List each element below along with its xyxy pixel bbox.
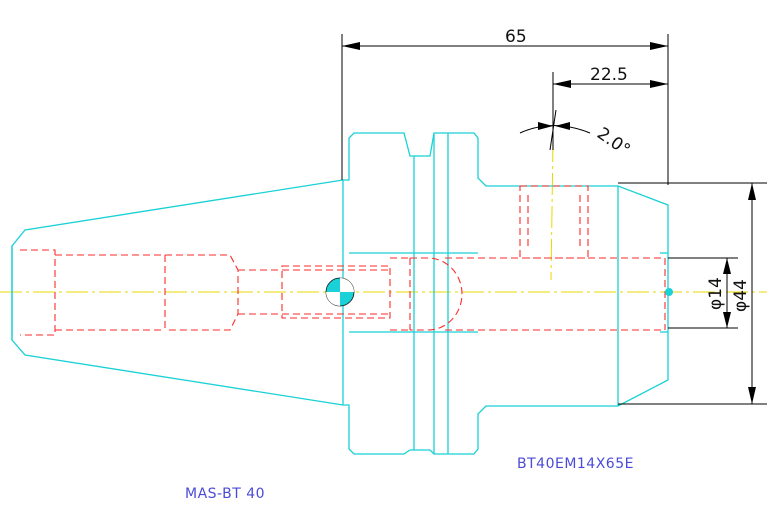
standard-label: MAS-BT 40 xyxy=(185,486,265,502)
dimension-65-text: 65 xyxy=(505,27,527,47)
dimension-22-5-text: 22.5 xyxy=(590,65,628,85)
dimension-overall-length xyxy=(341,34,669,185)
dimension-angle-text: 2.0° xyxy=(593,124,634,161)
end-point-mark xyxy=(665,288,673,296)
dimension-phi14-text: φ14 xyxy=(706,277,726,310)
taper-shank-outline xyxy=(11,179,344,406)
dimension-outer-diameter xyxy=(618,182,767,405)
hidden-lines xyxy=(20,185,666,336)
flange-outline xyxy=(342,132,669,455)
part-code-label: BT40EM14X65E xyxy=(517,456,634,472)
dimension-bore-diameter xyxy=(668,257,738,329)
angle-center-line xyxy=(550,139,554,281)
dimension-angle xyxy=(519,109,591,151)
origin-mark xyxy=(325,277,355,307)
dimension-phi44-text: φ44 xyxy=(731,279,751,312)
